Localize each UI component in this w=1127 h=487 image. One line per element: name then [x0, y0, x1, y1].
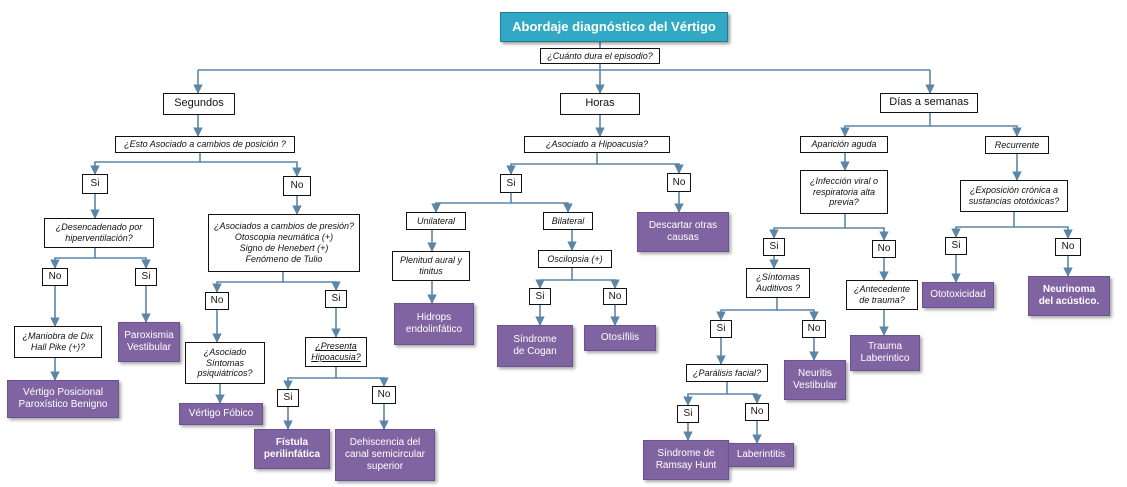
- oscilopsia: Oscilopsia (+): [538, 250, 612, 268]
- connector-30: [431, 193, 512, 213]
- hipoacusia-yes: Si: [277, 389, 299, 407]
- outcome-hidrops: Hidrops endolinfático: [394, 303, 474, 345]
- psychiatric-question: ¿Asociado Síntomas psiquiátricos?: [185, 342, 265, 384]
- connector-46: [777, 309, 819, 321]
- connector-31: [511, 202, 573, 213]
- connector-17: [212, 272, 284, 293]
- outcome-laberintitis: Laberintitis: [728, 443, 794, 467]
- connector-28: [597, 163, 684, 174]
- oscilopsia-yes: Si: [529, 288, 551, 305]
- connector-22: [283, 367, 337, 390]
- connector-48: [683, 382, 728, 406]
- outcome-fistula: Fístula perilinfática: [254, 429, 330, 469]
- duration-hours: Horas: [560, 93, 640, 115]
- recurrente: Recurrente: [985, 136, 1049, 154]
- hyperventilation-yes: Si: [135, 268, 157, 286]
- exposicion-question: ¿Exposición crónica a sustancias ototóxi…: [960, 180, 1068, 212]
- hipoacusia-question: ¿Presenta Hipoacusia?: [305, 337, 367, 367]
- outcome-vppb: Vértigo Posicional Paroxístico Benigno: [7, 380, 119, 418]
- connector-9: [200, 161, 302, 177]
- root-question: ¿Cuánto dura el episodio?: [540, 48, 660, 64]
- dix-hallpike-question: ¿Maniobra de Dix Hall Pike (+)?: [14, 326, 102, 358]
- position-no: No: [283, 176, 311, 196]
- connector-8: [90, 153, 201, 175]
- connector-18: [283, 281, 341, 291]
- plenitud-aural: Plenitud aural y tinitus: [392, 251, 470, 281]
- outcome-ototoxicidad: Ototoxicidad: [922, 282, 994, 308]
- sintomas-auditivos-question: ¿Síntomas Auditivos ?: [746, 268, 810, 298]
- connector-23: [336, 377, 389, 387]
- infeccion-question: ¿Infección viral o respiratoria alta pre…: [800, 170, 888, 214]
- connector-42: [769, 214, 846, 239]
- outcome-neuritis: Neuritis Vestibular: [784, 360, 846, 400]
- pressure-changes-question: ¿Asociados a cambios de presión? Otoscop…: [208, 214, 360, 272]
- connector-43: [845, 227, 889, 241]
- connector-49: [727, 393, 762, 404]
- connector-11: [50, 248, 96, 269]
- outcome-ramsay-hunt: Síndrome de Ramsay Hunt: [643, 440, 729, 480]
- hours-no: No: [667, 173, 691, 192]
- pressure-no: No: [205, 292, 229, 310]
- outcome-paroxismia: Paroxismia Vestibular: [118, 322, 180, 362]
- connector-56: [951, 212, 1015, 238]
- connector-39: [840, 113, 931, 137]
- outcome-vertigo-fobico: Vértigo Fóbico: [179, 403, 263, 425]
- auditivos-yes: Si: [710, 320, 732, 338]
- bilateral: Bilateral: [543, 212, 593, 230]
- connector-40: [930, 125, 1022, 137]
- position-yes: Si: [82, 174, 108, 194]
- hyperventilation-no: No: [42, 268, 68, 286]
- outcome-dehiscencia: Dehiscencia del canal semicircular super…: [335, 429, 435, 481]
- connector-45: [716, 298, 778, 321]
- outcome-cogan: Síndrome de Cogan: [497, 325, 573, 367]
- connector-27: [506, 153, 598, 175]
- outcome-descartar: Descartar otras causas: [637, 212, 729, 252]
- hipoacusia-no: No: [372, 386, 396, 404]
- outcome-otosifilis: Otosífilis: [584, 325, 656, 351]
- duration-days: Días a semanas: [880, 93, 978, 113]
- trauma-question: ¿Antecedente de trauma?: [846, 280, 918, 310]
- hours-yes: Si: [500, 174, 522, 193]
- pressure-yes: Si: [325, 290, 347, 308]
- outcome-trauma: Trauma Laberintico: [850, 335, 920, 371]
- position-change-question: ¿Esto Asociado a cambios de posición ?: [115, 136, 295, 153]
- connector-12: [95, 257, 151, 269]
- oscilopsia-no: No: [603, 288, 627, 305]
- paralisis-yes: Si: [677, 405, 699, 423]
- exposicion-yes: Si: [945, 237, 967, 255]
- paralisis-facial-question: ¿Parálisis facial?: [686, 364, 768, 382]
- duration-seconds: Segundos: [163, 93, 235, 115]
- connector-36: [572, 279, 620, 289]
- exposicion-no: No: [1055, 238, 1081, 256]
- connector-35: [535, 268, 573, 289]
- aparicion-aguda: Aparición aguda: [800, 136, 888, 153]
- infeccion-no: No: [872, 240, 896, 258]
- hours-hipoacusia-question: ¿Asociado a Hipoacusia?: [524, 136, 670, 153]
- paralisis-no: No: [745, 403, 769, 421]
- auditivos-no: No: [802, 320, 826, 338]
- outcome-neurinoma: Neurinoma del acústico.: [1028, 276, 1110, 316]
- unilateral: Unilateral: [406, 212, 466, 230]
- diagram-title: Abordaje diagnóstico del Vértigo: [500, 12, 728, 42]
- hyperventilation-question: ¿Desencadenado por hiperventilación?: [44, 218, 154, 248]
- infeccion-yes: Si: [763, 238, 785, 256]
- connector-57: [1014, 226, 1073, 239]
